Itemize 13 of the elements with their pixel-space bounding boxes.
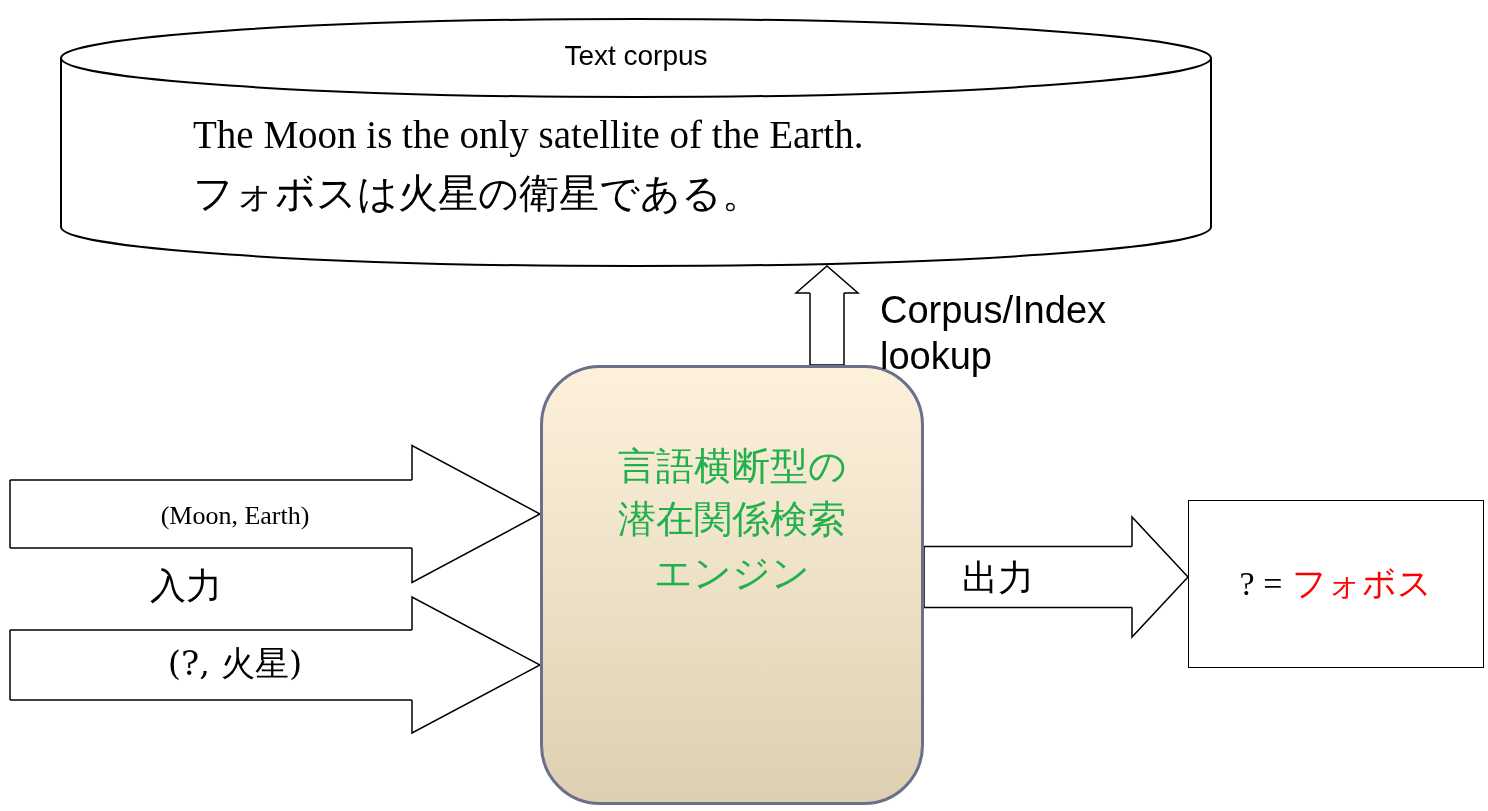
edge-label: 出力 — [962, 556, 1034, 600]
input-label: 入力 — [150, 564, 222, 608]
corpus-sentence: The Moon is the only satellite of the Earth. — [193, 112, 864, 157]
database-cylinder — [60, 18, 1212, 268]
result-box — [1188, 500, 1484, 668]
cylinder-heading: Text corpus — [564, 40, 708, 72]
edge-label: (Moon, Earth) — [160, 500, 310, 532]
result-text: ? = — [1239, 565, 1283, 603]
corpus-sentence: フォボスは火星の衛星である。 — [193, 169, 762, 218]
answer-text: フォボス — [1292, 562, 1433, 605]
edge-label: (?, 火星) — [167, 643, 303, 684]
engine-label: 言語横断型の潜在関係検索エンジン — [616, 443, 848, 597]
edge-label: Corpus/Index lookup — [880, 288, 1107, 379]
